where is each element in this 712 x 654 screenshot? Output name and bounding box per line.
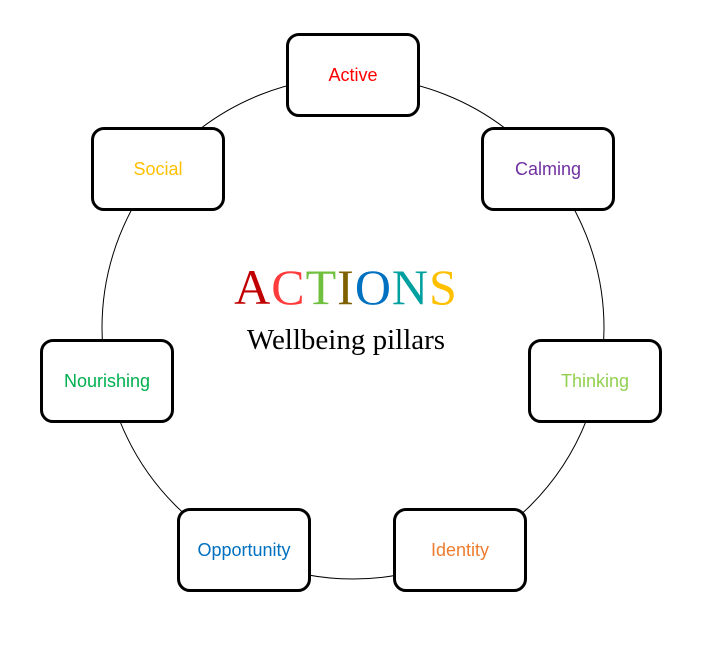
pillar-nourishing: Nourishing [40, 339, 174, 423]
diagram-subtitle: Wellbeing pillars [246, 324, 446, 356]
pillar-label-thinking: Thinking [560, 371, 630, 391]
pillar-opportunity: Opportunity [177, 508, 311, 592]
pillar-active: Active [286, 33, 420, 117]
pillar-calming: Calming [481, 127, 615, 211]
title-letter: O [354, 259, 392, 315]
title-letter: S [429, 259, 458, 315]
pillar-label-nourishing: Nourishing [63, 371, 151, 391]
pillar-label-social: Social [133, 159, 183, 179]
title-letter: N [391, 259, 430, 315]
title-letter: I [337, 259, 355, 315]
title-letter: A [234, 259, 272, 315]
pillar-label-calming: Calming [514, 159, 582, 179]
pillar-thinking: Thinking [528, 339, 662, 423]
pillar-label-identity: Identity [430, 540, 490, 560]
actions-title: ACTIONS [206, 262, 486, 312]
pillar-label-active: Active [328, 65, 378, 85]
pillar-label-opportunity: Opportunity [197, 540, 291, 560]
pillar-social: Social [91, 127, 225, 211]
pillar-identity: Identity [393, 508, 527, 592]
title-letter: T [305, 259, 338, 315]
title-letter: C [271, 259, 306, 315]
